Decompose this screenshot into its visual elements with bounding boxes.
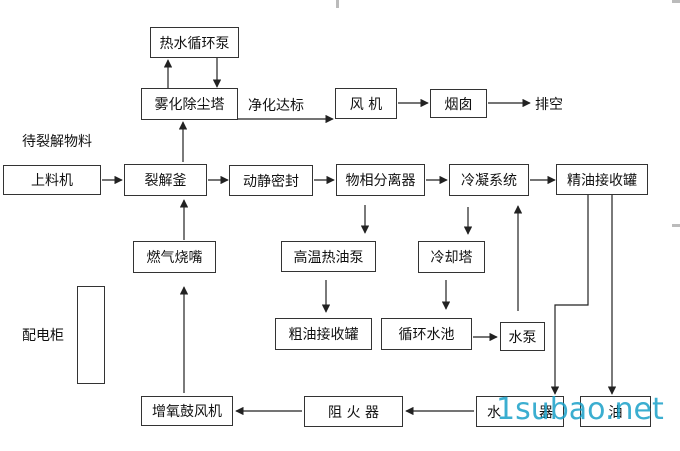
- purify-standard-label: 净化达标: [248, 98, 304, 114]
- watermark-text: 1subao.net: [496, 392, 664, 427]
- corner-mark-right: [672, 224, 680, 227]
- hot-water-circulating-pump: 热水循环泵: [150, 27, 239, 58]
- corner-mark-top-right: [672, 0, 680, 3]
- power-cabinet-box: [77, 286, 105, 384]
- water-seal-box: 水 器: [476, 396, 564, 427]
- cooling-tower-box: 冷却塔: [418, 241, 485, 273]
- dynamic-static-seal-box: 动静密封: [229, 165, 313, 196]
- exhaust-label: 排空: [535, 97, 563, 113]
- arrow-refined-to-waterseal: [550, 195, 589, 395]
- fan-box: 风 机: [335, 88, 397, 119]
- water-pump-box: 水泵: [500, 322, 545, 351]
- oil-tank-box: 油: [580, 396, 651, 427]
- corner-mark-top: [336, 0, 339, 8]
- spray-dust-removal-tower: 雾化除尘塔: [141, 88, 238, 120]
- water-seal-text-right: 器: [539, 404, 553, 421]
- oxygen-blower-box: 增氧鼓风机: [141, 396, 233, 426]
- refined-oil-tank-box: 精油接收罐: [556, 164, 648, 195]
- chimney-box: 烟囱: [430, 89, 487, 118]
- gas-burner-box: 燃气烧嘴: [133, 241, 216, 273]
- oil-tank-text: 油: [608, 404, 623, 421]
- flame-arrester-box: 阻 火 器: [304, 396, 403, 427]
- crude-oil-tank-box: 粗油接收罐: [275, 318, 372, 350]
- circulating-pool-box: 循环水池: [381, 318, 472, 350]
- material-to-crack-label: 待裂解物料: [22, 134, 92, 150]
- water-seal-text-left: 水: [487, 404, 501, 421]
- loader-box: 上料机: [3, 165, 101, 195]
- cracking-kettle-box: 裂解釜: [124, 164, 207, 196]
- high-temp-hot-oil-pump-box: 高温热油泵: [281, 241, 376, 272]
- phase-separator-box: 物相分离器: [336, 164, 425, 196]
- power-cabinet-label: 配电柜: [22, 328, 64, 344]
- condensing-system-box: 冷凝系统: [449, 164, 529, 196]
